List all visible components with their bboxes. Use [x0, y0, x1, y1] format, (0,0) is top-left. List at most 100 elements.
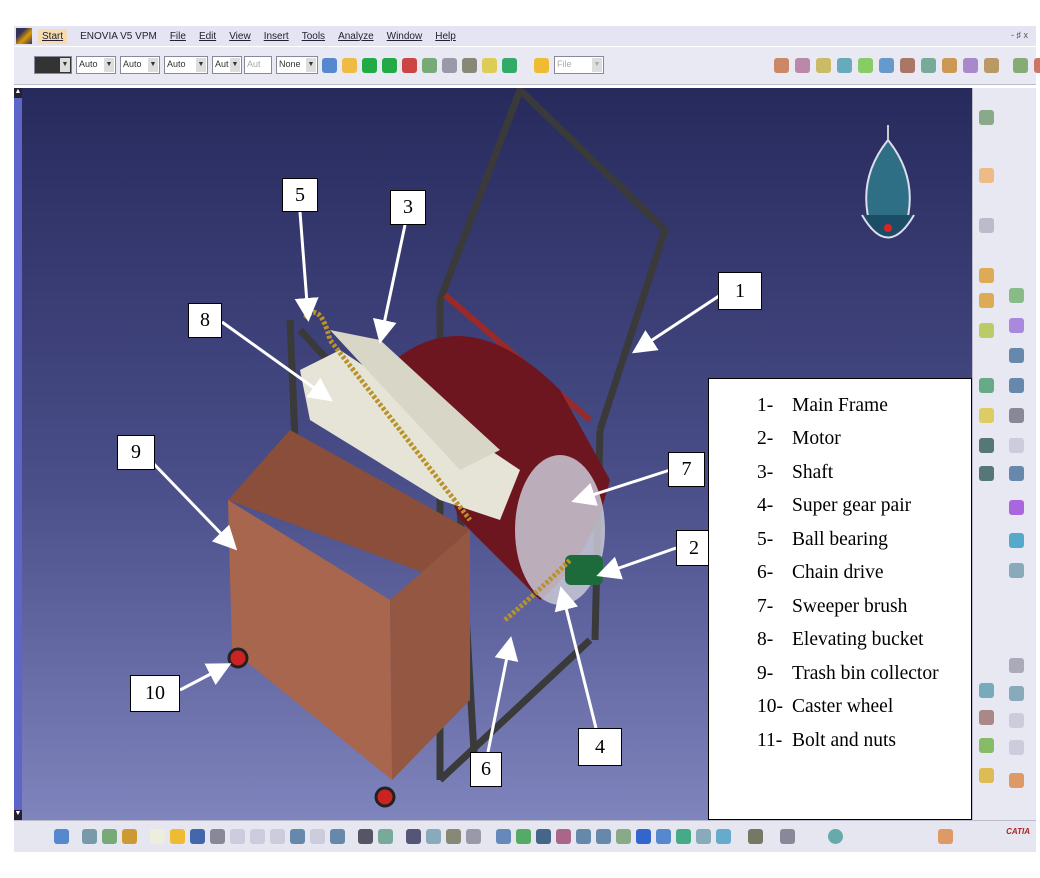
- undo-icon[interactable]: [290, 829, 305, 844]
- rotate-view-icon[interactable]: [556, 829, 571, 844]
- catia-app-icon[interactable]: [16, 28, 32, 44]
- rotate-icon[interactable]: [382, 58, 397, 73]
- render-icon[interactable]: [1009, 773, 1024, 788]
- pan-icon[interactable]: [536, 829, 551, 844]
- shading-icon[interactable]: [676, 829, 691, 844]
- stop-manip-icon[interactable]: [502, 58, 517, 73]
- snap-icon[interactable]: [422, 58, 437, 73]
- existing-component-icon[interactable]: [837, 58, 852, 73]
- open-folder-icon[interactable]: [534, 58, 549, 73]
- normal-view-icon[interactable]: [616, 829, 631, 844]
- move-icon[interactable]: [362, 58, 377, 73]
- annotation-icon[interactable]: [1009, 686, 1024, 701]
- save-icon[interactable]: [190, 829, 205, 844]
- vertical-scrollbar[interactable]: ▲ ▼: [14, 88, 22, 820]
- fit-all-icon[interactable]: [516, 829, 531, 844]
- graph-tree-icon[interactable]: [879, 58, 894, 73]
- geometry-icon[interactable]: [122, 829, 137, 844]
- catalog-tool-icon[interactable]: [979, 738, 994, 753]
- swap-space-icon[interactable]: [716, 829, 731, 844]
- copy-icon[interactable]: [250, 829, 265, 844]
- menu-enovia[interactable]: ENOVIA V5 VPM: [80, 30, 157, 42]
- zoom-box-icon[interactable]: [1009, 466, 1024, 481]
- clash-icon[interactable]: [482, 58, 497, 73]
- compass-toggle-icon[interactable]: [54, 829, 69, 844]
- measure-icon[interactable]: [979, 438, 994, 453]
- cut-icon[interactable]: [230, 829, 245, 844]
- knowledge-icon[interactable]: [378, 829, 393, 844]
- catalog-browser-icon[interactable]: [780, 829, 795, 844]
- distance-icon[interactable]: [979, 466, 994, 481]
- menu-edit[interactable]: Edit: [198, 30, 217, 42]
- scroll-down-icon[interactable]: ▼: [14, 810, 22, 820]
- smart-move-icon[interactable]: [442, 58, 457, 73]
- part-tool-icon[interactable]: [979, 293, 994, 308]
- menu-file[interactable]: File: [169, 30, 186, 42]
- print-icon[interactable]: [210, 829, 225, 844]
- paste-icon[interactable]: [270, 829, 285, 844]
- view-icon[interactable]: [979, 218, 994, 233]
- angle-icon[interactable]: [1009, 378, 1024, 393]
- menu-window[interactable]: Window: [386, 30, 423, 42]
- hierarchy-icon[interactable]: [1034, 58, 1040, 73]
- formula-icon[interactable]: [358, 829, 373, 844]
- reuse-pattern-icon[interactable]: [1009, 500, 1024, 515]
- tree-toggle-icon[interactable]: [82, 829, 97, 844]
- weld-icon[interactable]: [1009, 713, 1024, 728]
- view-mode-icon[interactable]: [656, 829, 671, 844]
- compass-icon[interactable]: [861, 125, 915, 239]
- zoom-in-icon[interactable]: [576, 829, 591, 844]
- design-table-icon[interactable]: [426, 829, 441, 844]
- replace-icon[interactable]: [858, 58, 873, 73]
- component-tool-icon[interactable]: [979, 323, 994, 338]
- iso-view-icon[interactable]: [636, 829, 651, 844]
- selective-load-icon[interactable]: [921, 58, 936, 73]
- fly-mode-icon[interactable]: [496, 829, 511, 844]
- generate-numbering-icon[interactable]: [900, 58, 915, 73]
- color-combo[interactable]: ▼: [34, 56, 72, 74]
- component-icon[interactable]: [774, 58, 789, 73]
- hide-show-icon[interactable]: [696, 829, 711, 844]
- product-tool-icon[interactable]: [979, 268, 994, 283]
- explode-icon[interactable]: [462, 58, 477, 73]
- product-icon[interactable]: [795, 58, 810, 73]
- menu-start[interactable]: Start: [38, 28, 68, 44]
- painter-icon[interactable]: [322, 58, 337, 73]
- space-analysis-icon[interactable]: [979, 683, 994, 698]
- manage-representations-icon[interactable]: [942, 58, 957, 73]
- sectioning-icon[interactable]: [979, 408, 994, 423]
- grid-icon[interactable]: [938, 829, 953, 844]
- swift-icon[interactable]: [828, 829, 843, 844]
- multi-instantiation-icon[interactable]: [963, 58, 978, 73]
- layer-combo[interactable]: None▼: [276, 56, 318, 74]
- properties-icon[interactable]: [342, 58, 357, 73]
- bom-icon[interactable]: [979, 710, 994, 725]
- constraint-icon[interactable]: [402, 58, 417, 73]
- axis-icon[interactable]: [1009, 658, 1024, 673]
- menu-help[interactable]: Help: [435, 30, 456, 42]
- macro-icon[interactable]: [466, 829, 481, 844]
- catalog-icon[interactable]: [984, 58, 999, 73]
- refresh-icon[interactable]: [1009, 533, 1024, 548]
- open-icon[interactable]: [170, 829, 185, 844]
- scroll-up-icon[interactable]: ▲: [14, 88, 22, 98]
- pattern-icon[interactable]: [1009, 563, 1024, 578]
- table-icon[interactable]: [406, 829, 421, 844]
- redo-icon[interactable]: [310, 829, 325, 844]
- clip-icon[interactable]: [1009, 438, 1024, 453]
- tree-icon[interactable]: [1013, 58, 1028, 73]
- file-combo[interactable]: File▼: [554, 56, 604, 74]
- part-icon[interactable]: [816, 58, 831, 73]
- menu-analyze[interactable]: Analyze: [338, 30, 374, 42]
- scene-tool-icon[interactable]: [979, 768, 994, 783]
- point-type-combo[interactable]: Aut▼: [212, 56, 242, 74]
- update-icon[interactable]: [979, 378, 994, 393]
- line-thickness-combo[interactable]: Auto▼: [120, 56, 160, 74]
- window-controls[interactable]: - ♯ x: [1011, 30, 1028, 40]
- constraint-tool-icon[interactable]: [979, 110, 994, 125]
- select-icon[interactable]: [979, 168, 994, 183]
- gray-tool-icon[interactable]: [1009, 740, 1024, 755]
- fix-icon[interactable]: [1009, 288, 1024, 303]
- camera-icon[interactable]: [748, 829, 763, 844]
- law-icon[interactable]: [446, 829, 461, 844]
